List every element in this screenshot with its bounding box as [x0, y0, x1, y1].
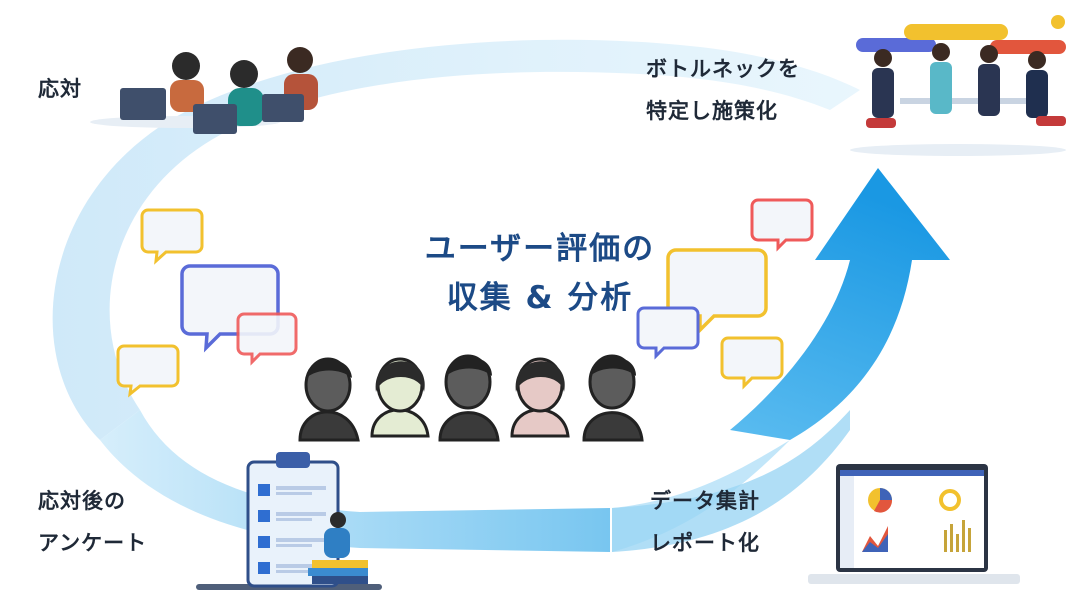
- meeting-illustration: [850, 15, 1066, 156]
- user-avatar-2: [370, 357, 430, 438]
- user-avatar-5: [582, 354, 644, 442]
- center-title-line1: ユーザー評価の: [424, 231, 656, 267]
- call-center-illustration: [90, 47, 318, 134]
- center-title-line2: 収集 & 分析: [446, 280, 634, 316]
- users-group: [298, 354, 644, 442]
- speech-bubbles-left: [116, 208, 298, 398]
- user-avatar-4: [510, 357, 570, 438]
- step-label-bottleneck-line1: ボトルネックを: [646, 57, 800, 81]
- user-avatar-3: [438, 354, 500, 442]
- cycle-arrow-tail: [612, 440, 790, 552]
- cycle-arrow: [730, 168, 950, 440]
- survey-clipboard-illustration: [196, 452, 382, 590]
- speech-bubbles-right: [636, 198, 814, 390]
- step-label-survey-line1: 応対後の: [38, 489, 126, 513]
- step-label-report-line2: レポート化: [650, 531, 760, 555]
- user-avatar-1: [298, 357, 360, 442]
- report-dashboard-illustration: [808, 464, 1020, 584]
- cycle-ring-upper: [52, 39, 861, 441]
- step-label-respond: 応対: [38, 77, 82, 101]
- step-label-report-line1: データ集計: [650, 489, 760, 513]
- step-label-survey-line2: アンケート: [38, 531, 148, 555]
- step-label-bottleneck-line2: 特定し施策化: [646, 99, 778, 123]
- cycle-ring-lower: [100, 410, 610, 552]
